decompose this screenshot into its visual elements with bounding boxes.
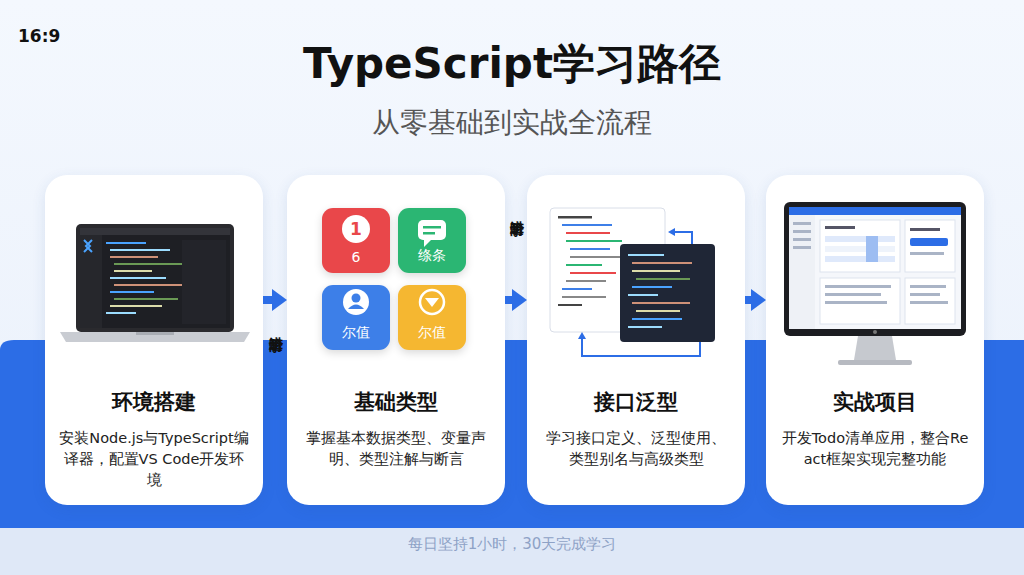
arrow-head — [272, 289, 287, 311]
code-window-illustration — [550, 208, 715, 356]
arrow-shaft — [263, 296, 275, 304]
laptop-illustration — [60, 224, 250, 342]
flow-arrow — [505, 289, 527, 311]
step-description: 掌握基本数据类型、变量声明、类型注解与断言 — [301, 428, 491, 470]
edge-label: 进阶学习 — [267, 326, 285, 330]
flow-arrow — [745, 289, 766, 311]
tile-label: 6 — [322, 249, 390, 265]
footer-strip — [0, 528, 1024, 575]
step-heading: 实战项目 — [766, 388, 984, 416]
step-heading: 环境搭建 — [45, 388, 263, 416]
type-tile: 绦条 — [398, 208, 466, 273]
tile-label: 尔值 — [322, 324, 390, 342]
edge-label: 进阶学习 — [508, 210, 526, 214]
step-description: 安装Node.js与TypeScript编译器，配置VS Code开发环境 — [59, 428, 249, 491]
type-tile: 尔值 — [322, 285, 390, 350]
step-description: 学习接口定义、泛型使用、类型别名与高级类型 — [541, 428, 731, 470]
step-card: 基础类型掌握基本数据类型、变量声明、类型注解与断言16绦条尔值尔值 — [287, 175, 505, 505]
step-card: 环境搭建安装Node.js与TypeScript编译器，配置VS Code开发环… — [45, 175, 263, 505]
step-card: 实战项目开发Todo清单应用，整合React框架实现完整功能 — [766, 175, 984, 505]
step-heading: 基础类型 — [287, 388, 505, 416]
tile-label: 尔值 — [398, 324, 466, 342]
step-card: 接口泛型学习接口定义、泛型使用、类型别名与高级类型 — [527, 175, 745, 505]
arrow-head — [512, 289, 527, 311]
type-tile: 16 — [322, 208, 390, 273]
arrow-shaft — [745, 296, 754, 304]
step-heading: 接口泛型 — [527, 388, 745, 416]
aspect-ratio-label: 16:9 — [18, 26, 60, 46]
subtitle: 从零基础到实战全流程 — [0, 104, 1024, 142]
arrow-head — [751, 289, 766, 311]
tile-number: 1 — [342, 215, 370, 243]
title: TypeScript学习路径 — [0, 36, 1024, 92]
caption: 每日坚持1小时，30天完成学习 — [0, 535, 1024, 554]
step-description: 开发Todo清单应用，整合React框架实现完整功能 — [780, 428, 970, 470]
monitor-illustration — [784, 202, 966, 365]
tile-label: 绦条 — [398, 247, 466, 265]
tile-icons — [343, 220, 446, 315]
arrow-shaft — [505, 296, 515, 304]
type-tile: 尔值 — [398, 285, 466, 350]
flow-arrow — [263, 289, 287, 311]
